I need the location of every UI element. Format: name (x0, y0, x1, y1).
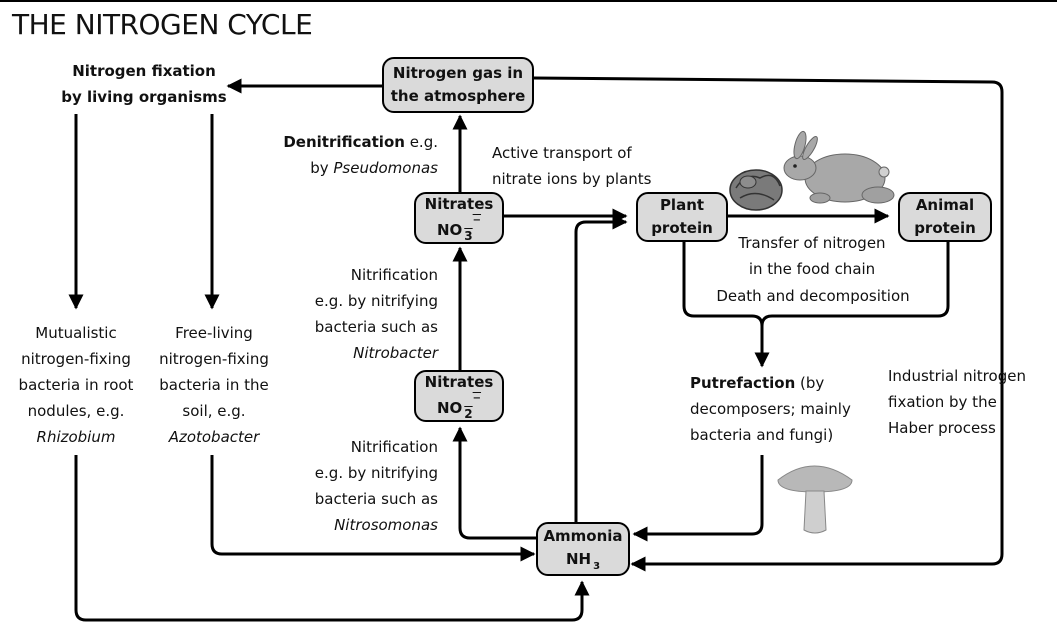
label-nitrification-nitrobacter: Nitrification e.g. by nitrifying bacteri… (270, 262, 438, 366)
arrow-industrial-fixation (533, 76, 1004, 572)
industrial-line1: Industrial nitrogen (888, 367, 1026, 385)
label-putrefaction: Putrefaction (by decomposers; mainly bac… (690, 370, 851, 448)
line-plant-down (682, 242, 752, 318)
denitrification-line2: by Pseudomonas (250, 155, 438, 181)
mutualistic-line4: nodules, e.g. (27, 402, 125, 420)
page-title: THE NITROGEN CYCLE (12, 8, 313, 41)
node-nitrogen-gas-line1: Nitrogen gas in (392, 64, 524, 82)
arrow-freeliving-to-ammonia (210, 455, 536, 562)
nitrification1-organism: Nitrobacter (353, 344, 438, 362)
label-death-decomposition: Death and decomposition (716, 287, 910, 305)
putrefaction-line3: bacteria and fungi) (690, 426, 834, 444)
fixation-line1: Nitrogen fixation (72, 62, 216, 80)
freeliving-line4: soil, e.g. (182, 402, 246, 420)
node-ammonia-line1: Ammonia (543, 527, 623, 545)
mutualistic-line1: Mutualistic (35, 324, 117, 342)
denitrification-prefix: by (310, 159, 334, 177)
denitrification-bold: Denitrification (283, 133, 405, 151)
denitrification-line1: Denitrification e.g. (250, 129, 438, 155)
no3-formula-base: NO (436, 221, 463, 239)
putrefaction-line1: Putrefaction (by (690, 370, 851, 396)
node-nitrogen-gas-line2: the atmosphere (390, 87, 526, 105)
no3-subscript: 3− (464, 215, 481, 243)
putrefaction-bold: Putrefaction (690, 374, 796, 392)
nitrification1-line3: bacteria such as (314, 318, 438, 336)
top-rule (0, 0, 1057, 2)
node-plant-line1: Plant (659, 196, 705, 214)
nitrification1-line1: Nitrification (350, 266, 438, 284)
putrefaction-rest: (by (795, 374, 825, 392)
cabbage-icon (729, 169, 783, 211)
arrow-death-decomposition (751, 314, 770, 368)
fixation-line2: by living organisms (61, 88, 227, 106)
node-animal-line1: Animal (915, 196, 975, 214)
label-industrial-fixation: Industrial nitrogen fixation by the Habe… (888, 363, 1026, 441)
node-no2-label: Nitrates (424, 373, 494, 391)
no3-sub-value: 3 (464, 229, 473, 243)
industrial-line2: fixation by the (888, 393, 997, 411)
arrow-mutualistic-to-ammonia (74, 455, 590, 622)
industrial-line3: Haber process (888, 419, 996, 437)
no2-formula-base: NO (436, 399, 463, 417)
freeliving-line3: bacteria in the (159, 376, 269, 394)
node-no3-label: Nitrates (424, 195, 494, 213)
denitrification-organism: Pseudomonas (333, 159, 438, 177)
node-animal-line2: protein (914, 219, 976, 237)
mutualistic-organism: Rhizobium (36, 428, 116, 446)
label-nitrogen-fixation: Nitrogen fixation by living organisms (34, 58, 254, 110)
mushroom-icon (777, 465, 853, 534)
no2-subscript: 2− (464, 393, 481, 421)
no2-charge: − (472, 393, 482, 404)
label-mutualistic: Mutualistic nitrogen-fixing bacteria in … (4, 320, 148, 450)
nh3-formula-base: NH (565, 550, 592, 568)
nitrification2-line1: Nitrification (350, 438, 438, 456)
arrow-nitrosomonas (452, 426, 540, 540)
nitrification2-line2: e.g. by nitrifying (314, 464, 438, 482)
nh3-subscript: 3 (593, 561, 601, 572)
nitrification2-organism: Nitrosomonas (334, 516, 438, 534)
node-plant-line2: protein (651, 219, 713, 237)
mutualistic-line3: bacteria in root (18, 376, 134, 394)
active-transport-line2: nitrate ions by plants (492, 170, 652, 188)
label-food-chain: Transfer of nitrogen in the food chain (724, 230, 900, 282)
food-chain-line2: in the food chain (748, 260, 876, 278)
label-free-living: Free-living nitrogen-fixing bacteria in … (146, 320, 282, 450)
label-active-transport: Active transport of nitrate ions by plan… (492, 140, 651, 192)
active-transport-line1: Active transport of (492, 144, 632, 162)
label-nitrification-nitrosomonas: Nitrification e.g. by nitrifying bacteri… (270, 434, 438, 538)
nitrification1-line2: e.g. by nitrifying (314, 292, 438, 310)
no3-charge: − (472, 215, 482, 226)
node-nitrogen-gas: Nitrogen gas in the atmosphere (382, 57, 534, 113)
rabbit-icon (783, 130, 895, 204)
node-plant-protein: Plant protein (636, 192, 728, 242)
freeliving-line2: nitrogen-fixing (159, 350, 269, 368)
food-chain-line1: Transfer of nitrogen (738, 234, 886, 252)
line-animal-down (772, 242, 950, 318)
no2-sub-value: 2 (464, 407, 473, 421)
freeliving-line1: Free-living (175, 324, 253, 342)
label-denitrification: Denitrification e.g. by Pseudomonas (250, 129, 438, 181)
freeliving-organism: Azotobacter (168, 428, 260, 446)
arrow-putrefaction-to-ammonia (632, 455, 764, 542)
mutualistic-line2: nitrogen-fixing (21, 350, 131, 368)
denitrification-rest: e.g. (404, 133, 438, 151)
nitrification2-line3: bacteria such as (314, 490, 438, 508)
node-animal-protein: Animal protein (898, 192, 992, 242)
putrefaction-line2: decomposers; mainly (690, 400, 851, 418)
arrow-ammonia-to-plant (574, 214, 628, 522)
